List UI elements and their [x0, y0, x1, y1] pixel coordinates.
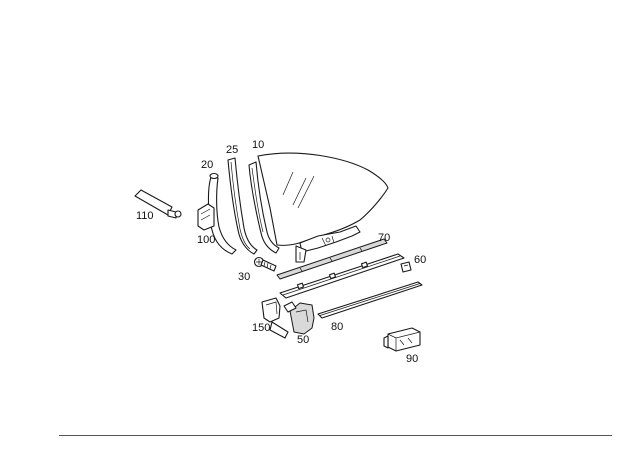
callout-70: 70: [378, 232, 390, 244]
callout-80: 80: [331, 321, 343, 333]
part-90-latch: [383, 327, 421, 352]
callout-100: 100: [197, 234, 215, 246]
callout-25: 25: [226, 144, 238, 156]
callout-10: 10: [252, 139, 264, 151]
callout-60: 60: [414, 254, 426, 266]
window-rail-strip: [279, 253, 405, 299]
part-150-bracket: [261, 297, 289, 339]
glass-frame-strip: [248, 161, 280, 254]
footer-divider: [59, 435, 612, 436]
part-30-screw: [253, 256, 277, 272]
part-80-seal-strip: [317, 281, 423, 319]
callout-30: 30: [238, 271, 250, 283]
callout-labels: 10 20 25 30 50 60 70 80 90 100 110 150: [136, 139, 426, 365]
callout-50: 50: [297, 334, 309, 346]
part-100-plate: [197, 203, 215, 231]
part-60-clip: [400, 261, 412, 273]
part-110-adhesive-tube: [134, 189, 182, 219]
part-70-guide-rail: [276, 238, 388, 280]
part-25-channel-seal: [227, 157, 258, 255]
part-10-window-glass: [257, 152, 389, 263]
callout-150: 150: [252, 322, 270, 334]
callout-90: 90: [406, 353, 418, 365]
part-50-regulator-carrier: [283, 301, 315, 335]
callout-110: 110: [136, 210, 154, 222]
callout-20: 20: [201, 159, 213, 171]
